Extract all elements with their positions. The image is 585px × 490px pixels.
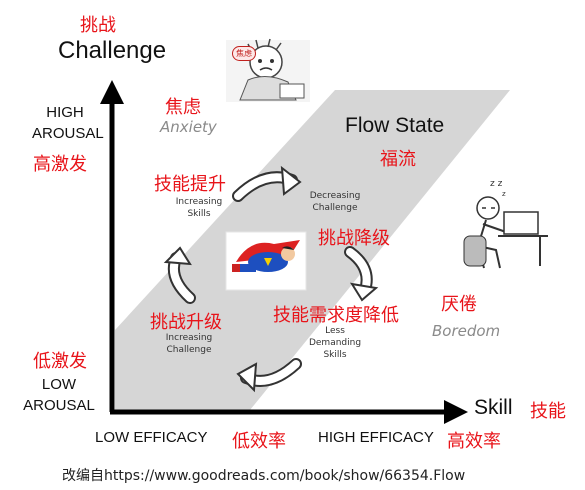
cycle-arrow-right	[344, 246, 379, 302]
increase-challenge-cn: 挑战升级	[150, 312, 222, 333]
flow-state-cn: 福流	[380, 149, 416, 170]
anxiety-badge: 焦虑	[232, 46, 256, 61]
decrease-challenge-line-2: Challenge	[312, 203, 358, 213]
low-efficacy-cn: 低效率	[232, 431, 286, 452]
increase-challenge-label: Increasing Challenge	[156, 332, 222, 356]
low-efficacy-label: LOW EFFICACY	[95, 429, 208, 446]
x-axis-arrowhead	[444, 400, 468, 424]
boredom-illustration: z z z	[455, 175, 551, 269]
y-axis-title: Challenge	[58, 37, 167, 64]
cycle-arrow-bottom	[236, 358, 302, 393]
less-demanding-line-2: Demanding	[308, 338, 362, 348]
less-demanding-line-1: Less	[325, 326, 345, 336]
anxiety-label: Anxiety	[160, 118, 217, 136]
low-arousal-cn: 低激发	[33, 351, 87, 372]
decrease-challenge-cn: 挑战降级	[318, 228, 390, 249]
high-arousal-line-1: HIGH	[46, 104, 84, 121]
decrease-challenge-line-1: Decreasing	[309, 191, 361, 201]
source-caption: 改编自https://www.goodreads.com/book/show/6…	[62, 468, 466, 484]
increase-skills-label: Increasing Skills	[170, 196, 228, 220]
low-arousal-label: LOW AROUSAL	[12, 376, 106, 414]
less-demanding-cn: 技能需求度降低	[273, 305, 399, 326]
y-axis-arrowhead	[100, 80, 124, 104]
increase-skills-line-1: Increasing	[175, 197, 223, 207]
flow-state-band	[115, 90, 510, 410]
low-arousal-line-1: LOW	[41, 376, 77, 393]
cycle-arrow-top	[232, 165, 302, 202]
high-efficacy-label: HIGH EFFICACY	[318, 429, 434, 446]
y-axis-title-cn: 挑战	[80, 15, 116, 36]
flow-state-label: Flow State	[345, 114, 445, 137]
increase-challenge-line-2: Challenge	[166, 345, 212, 355]
boredom-label-cn: 厌倦	[441, 294, 477, 315]
x-axis-title: Skill	[474, 396, 513, 419]
high-efficacy-cn: 高效率	[447, 431, 501, 452]
decrease-challenge-label: Decreasing Challenge	[300, 190, 370, 214]
high-arousal-label: HIGH AROUSAL	[32, 104, 104, 142]
increase-skills-line-2: Skills	[187, 209, 211, 219]
svg-text:z: z	[502, 190, 506, 198]
low-arousal-line-2: AROUSAL	[23, 397, 95, 414]
high-arousal-line-2: AROUSAL	[32, 125, 104, 142]
anxiety-label-cn: 焦虑	[165, 97, 201, 118]
cycle-arrow-left	[163, 246, 196, 304]
increase-skills-cn: 技能提升	[154, 174, 226, 195]
less-demanding-label: Less Demanding Skills	[306, 325, 364, 361]
superhero-illustration	[225, 231, 307, 291]
high-arousal-cn: 高激发	[33, 154, 87, 175]
boredom-label: Boredom	[432, 322, 501, 340]
less-demanding-line-3: Skills	[323, 350, 347, 360]
x-axis-title-cn: 技能	[530, 401, 566, 422]
increase-challenge-line-1: Increasing	[165, 333, 213, 343]
svg-text:z z: z z	[490, 179, 503, 189]
